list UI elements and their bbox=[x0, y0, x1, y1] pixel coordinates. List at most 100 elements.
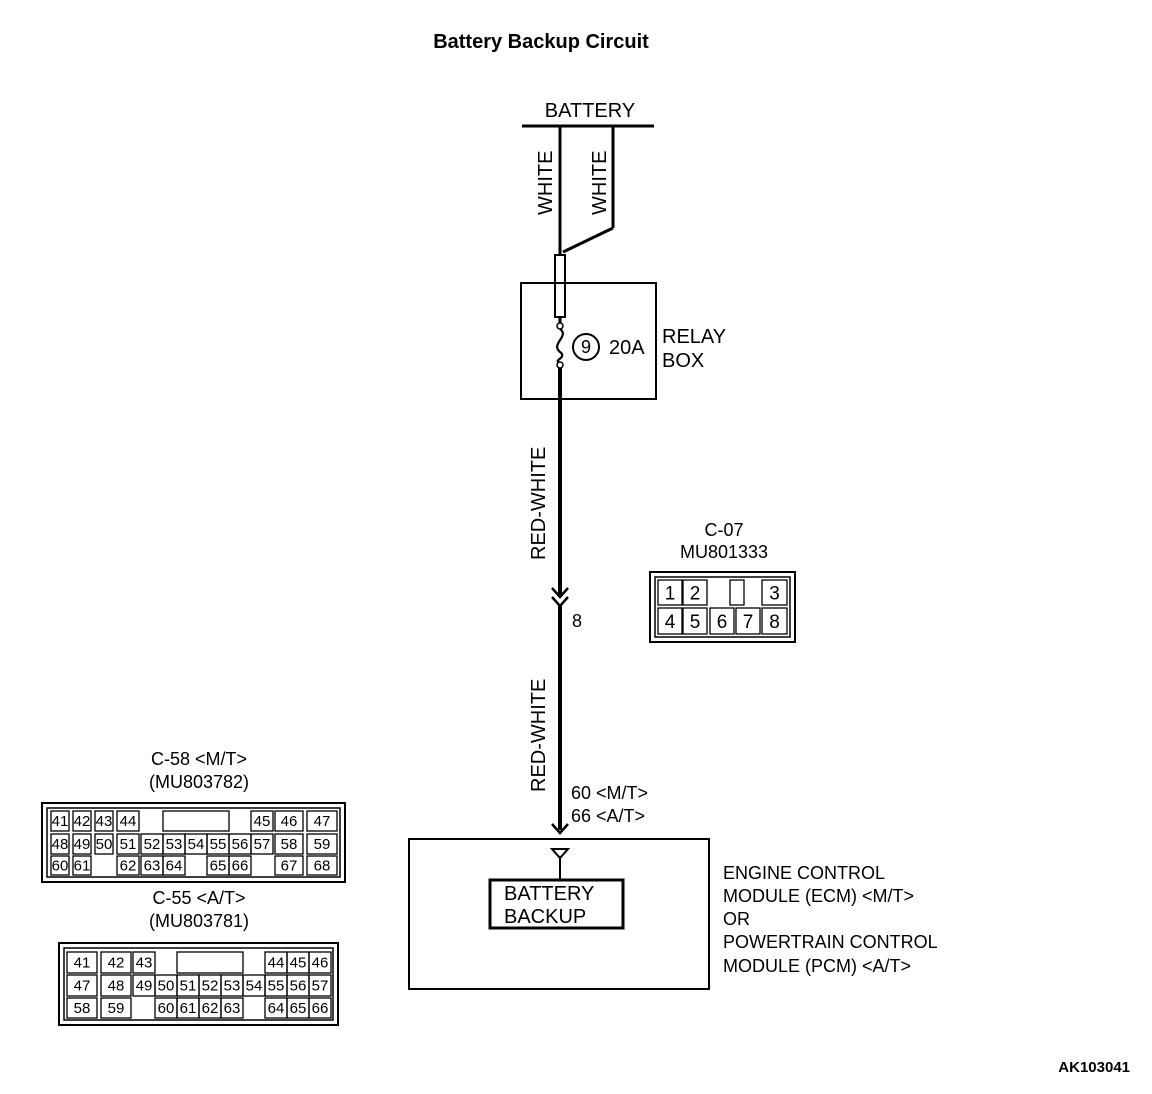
battery-backup-box bbox=[488, 878, 625, 930]
connector-pin-cell bbox=[729, 579, 745, 606]
connector-pin-cell bbox=[50, 810, 70, 832]
connector-pin-label: 59 bbox=[108, 1000, 125, 1017]
connector-pin-label: 63 bbox=[224, 1000, 241, 1017]
connector-pin-label: 42 bbox=[108, 955, 125, 972]
connector-pin-cell bbox=[220, 997, 244, 1019]
connector-pin-label: 56 bbox=[232, 836, 249, 853]
connector-pin-cell bbox=[72, 833, 92, 855]
connector-c58-name: C-58 <M/T> bbox=[151, 749, 247, 769]
connector-pin-label: 46 bbox=[281, 813, 298, 830]
relay-box-label-line2: BOX bbox=[662, 350, 704, 372]
connector-pin-label: 48 bbox=[108, 978, 125, 995]
battery-backup-label-line2: BACKUP bbox=[504, 906, 586, 928]
connector-pin-label: 45 bbox=[290, 955, 307, 972]
connector-pin-label: 55 bbox=[268, 978, 285, 995]
connector-pin-cell bbox=[761, 607, 788, 635]
connector-pin-label: 53 bbox=[166, 836, 183, 853]
ecm-desc-line: OR bbox=[723, 909, 750, 929]
connector-pin-cell bbox=[100, 951, 132, 974]
connector-pin-cell bbox=[94, 833, 114, 855]
connector-pin-label: 62 bbox=[120, 858, 137, 875]
connector-pin-cell bbox=[94, 810, 114, 832]
fuse-number: 9 bbox=[581, 337, 591, 357]
connector-pin-label: 4 bbox=[665, 612, 676, 633]
connector-pin-label: 58 bbox=[281, 836, 298, 853]
connector-pin-label: 61 bbox=[74, 858, 91, 875]
connector-pin-label: 58 bbox=[74, 1000, 91, 1017]
ecm-desc-line: ENGINE CONTROL bbox=[723, 863, 885, 883]
connector-pin-label: 50 bbox=[158, 978, 175, 995]
connector-key bbox=[162, 810, 230, 832]
connector-pin-cell bbox=[100, 997, 132, 1019]
wire-label-white-right: WHITE bbox=[589, 151, 611, 215]
connector-c55-name: C-55 <A/T> bbox=[152, 888, 245, 908]
ecm-box bbox=[408, 838, 710, 990]
connector-c07-name: C-07 bbox=[704, 520, 743, 540]
connector-pin-label: 52 bbox=[144, 836, 161, 853]
connector-pin-cell bbox=[761, 579, 788, 606]
junction-terminal-number: 8 bbox=[572, 611, 582, 631]
connector-pin-cell bbox=[66, 997, 98, 1019]
fuse-symbol bbox=[556, 317, 564, 369]
relay-box bbox=[520, 282, 657, 400]
connector-pin-cell bbox=[682, 607, 708, 635]
connector-pin-label: 51 bbox=[180, 978, 197, 995]
connector-pin-label: 7 bbox=[743, 612, 754, 633]
connector-pin-label: 47 bbox=[314, 813, 331, 830]
ecm-terminal-at: 66 <A/T> bbox=[571, 806, 645, 826]
fuse-number-circle bbox=[572, 333, 600, 361]
connector-pin-label: 57 bbox=[254, 836, 271, 853]
ecm-desc-line: MODULE (PCM) <A/T> bbox=[723, 956, 911, 976]
connector-pin-label: 66 bbox=[232, 858, 249, 875]
connector-pin-label: 60 bbox=[52, 858, 69, 875]
connector-pin-label: 41 bbox=[52, 813, 69, 830]
connector-pin-label: 51 bbox=[120, 836, 137, 853]
battery-label: BATTERY bbox=[545, 100, 635, 122]
connector-c58-part: (MU803782) bbox=[149, 772, 249, 792]
ecm-desc-line: MODULE (ECM) <M/T> bbox=[723, 886, 914, 906]
connector-pin-cell bbox=[100, 974, 132, 997]
reference-code: AK103041 bbox=[1058, 1059, 1130, 1076]
connector-pin-label: 41 bbox=[74, 955, 91, 972]
connector-pin-label: 64 bbox=[166, 858, 183, 875]
connector-pin-label: 68 bbox=[314, 858, 331, 875]
connector-pin-label: 53 bbox=[224, 978, 241, 995]
connector-pin-label: 44 bbox=[268, 955, 285, 972]
connector-pin-label: 43 bbox=[96, 813, 113, 830]
connector-pin-label: 42 bbox=[74, 813, 91, 830]
connector-pin-label: 64 bbox=[268, 1000, 285, 1017]
battery-backup-label-line1: BATTERY bbox=[504, 883, 594, 905]
connector-pin-cell bbox=[657, 607, 683, 635]
connector-pin-cell bbox=[274, 810, 304, 832]
white-wires bbox=[558, 126, 615, 255]
connector-pin-cell bbox=[274, 855, 304, 876]
connector-pin-label: 60 bbox=[158, 1000, 175, 1017]
connector-pin-cell bbox=[162, 855, 186, 876]
connector-pin-label: 54 bbox=[246, 978, 263, 995]
ecm-description: ENGINE CONTROL MODULE (ECM) <M/T> OR POW… bbox=[723, 863, 938, 976]
connector-pin-label: 65 bbox=[290, 1000, 307, 1017]
fuse-rating: 20A bbox=[609, 337, 645, 359]
connector-pin-cell bbox=[306, 810, 338, 832]
connector-pin-label: 62 bbox=[202, 1000, 219, 1017]
connector-pin-label: 49 bbox=[74, 836, 91, 853]
connector-pin-cell bbox=[709, 607, 735, 635]
connector-pin-label: 45 bbox=[254, 813, 271, 830]
connector-c55-part: (MU803781) bbox=[149, 911, 249, 931]
connector-c07-part: MU801333 bbox=[680, 542, 768, 562]
connector-pin-label: 47 bbox=[74, 978, 91, 995]
connector-pin-label: 65 bbox=[210, 858, 227, 875]
connector-pin-cell bbox=[308, 951, 332, 974]
connector-pin-label: 5 bbox=[690, 612, 701, 633]
connector-pin-label: 49 bbox=[136, 978, 153, 995]
connector-pin-label: 8 bbox=[769, 612, 780, 633]
connector-pin-label: 54 bbox=[188, 836, 205, 853]
connector-pin-cell bbox=[250, 833, 274, 855]
connector-pin-label: 52 bbox=[202, 978, 219, 995]
connector-pin-label: 6 bbox=[717, 612, 728, 633]
ecm-terminal-mt: 60 <M/T> bbox=[571, 783, 648, 803]
connector-pin-cell bbox=[72, 855, 92, 876]
connector-pin-cell bbox=[66, 974, 98, 997]
